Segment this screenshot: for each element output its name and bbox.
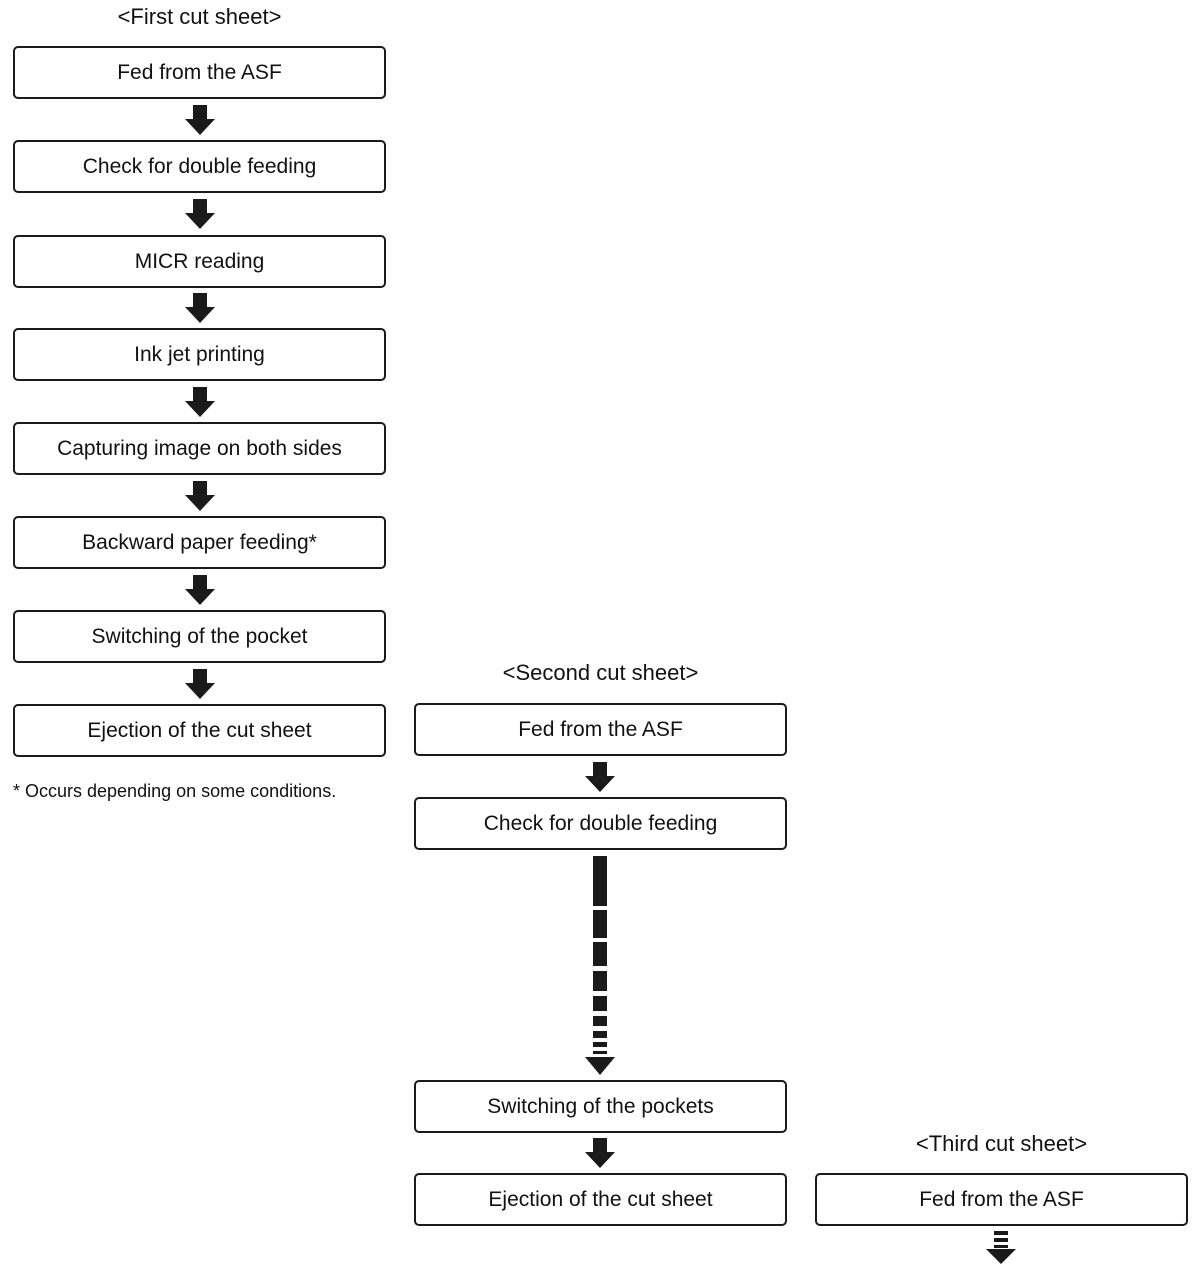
step-backward-paper-feeding: Backward paper feeding* (13, 516, 386, 569)
arrow-down-icon (185, 575, 215, 605)
step-fed-from-asf-2: Fed from the ASF (414, 703, 787, 756)
step-micr-reading: MICR reading (13, 235, 386, 288)
dashed-arrow-down-icon (585, 856, 615, 1075)
step-ink-jet-printing: Ink jet printing (13, 328, 386, 381)
arrow-down-icon (185, 199, 215, 229)
arrow-down-icon (585, 1138, 615, 1168)
step-ejection-2: Ejection of the cut sheet (414, 1173, 787, 1226)
first-sheet-title: <First cut sheet> (117, 4, 282, 29)
striped-arrow-down-icon (986, 1231, 1016, 1264)
footnote: * Occurs depending on some conditions. (13, 781, 337, 801)
step-switching-pockets-2: Switching of the pockets (414, 1080, 787, 1133)
arrow-down-icon (185, 669, 215, 699)
step-switching-pocket-1: Switching of the pocket (13, 610, 386, 663)
step-check-double-feeding-2: Check for double feeding (414, 797, 787, 850)
step-fed-from-asf-1: Fed from the ASF (13, 46, 386, 99)
arrow-down-icon (185, 105, 215, 135)
step-check-double-feeding-1: Check for double feeding (13, 140, 386, 193)
arrow-down-icon (185, 387, 215, 417)
arrow-down-icon (185, 293, 215, 323)
arrow-down-icon (585, 762, 615, 792)
step-capturing-image: Capturing image on both sides (13, 422, 386, 475)
step-ejection-1: Ejection of the cut sheet (13, 704, 386, 757)
third-sheet-title: <Third cut sheet> (915, 1131, 1088, 1156)
arrow-down-icon (185, 481, 215, 511)
second-sheet-title: <Second cut sheet> (502, 660, 699, 685)
step-fed-from-asf-3: Fed from the ASF (815, 1173, 1188, 1226)
